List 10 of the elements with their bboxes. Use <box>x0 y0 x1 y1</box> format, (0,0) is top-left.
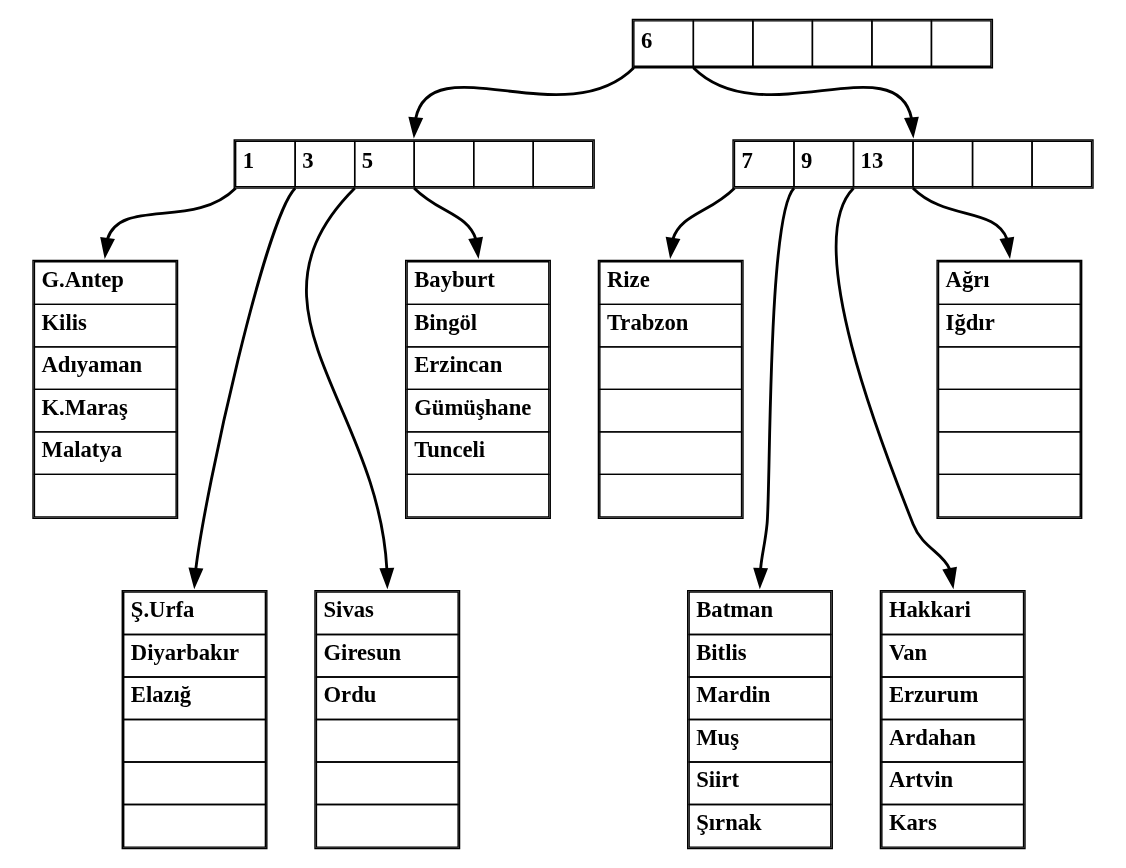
arrow <box>413 187 483 259</box>
arrow <box>665 187 736 259</box>
arrow <box>753 187 796 590</box>
arrow <box>912 187 1015 259</box>
arrow <box>305 187 395 590</box>
arrow <box>188 187 297 590</box>
arrow <box>834 187 957 590</box>
arrow <box>692 66 919 139</box>
arrow <box>408 66 635 139</box>
arrow <box>100 187 237 259</box>
